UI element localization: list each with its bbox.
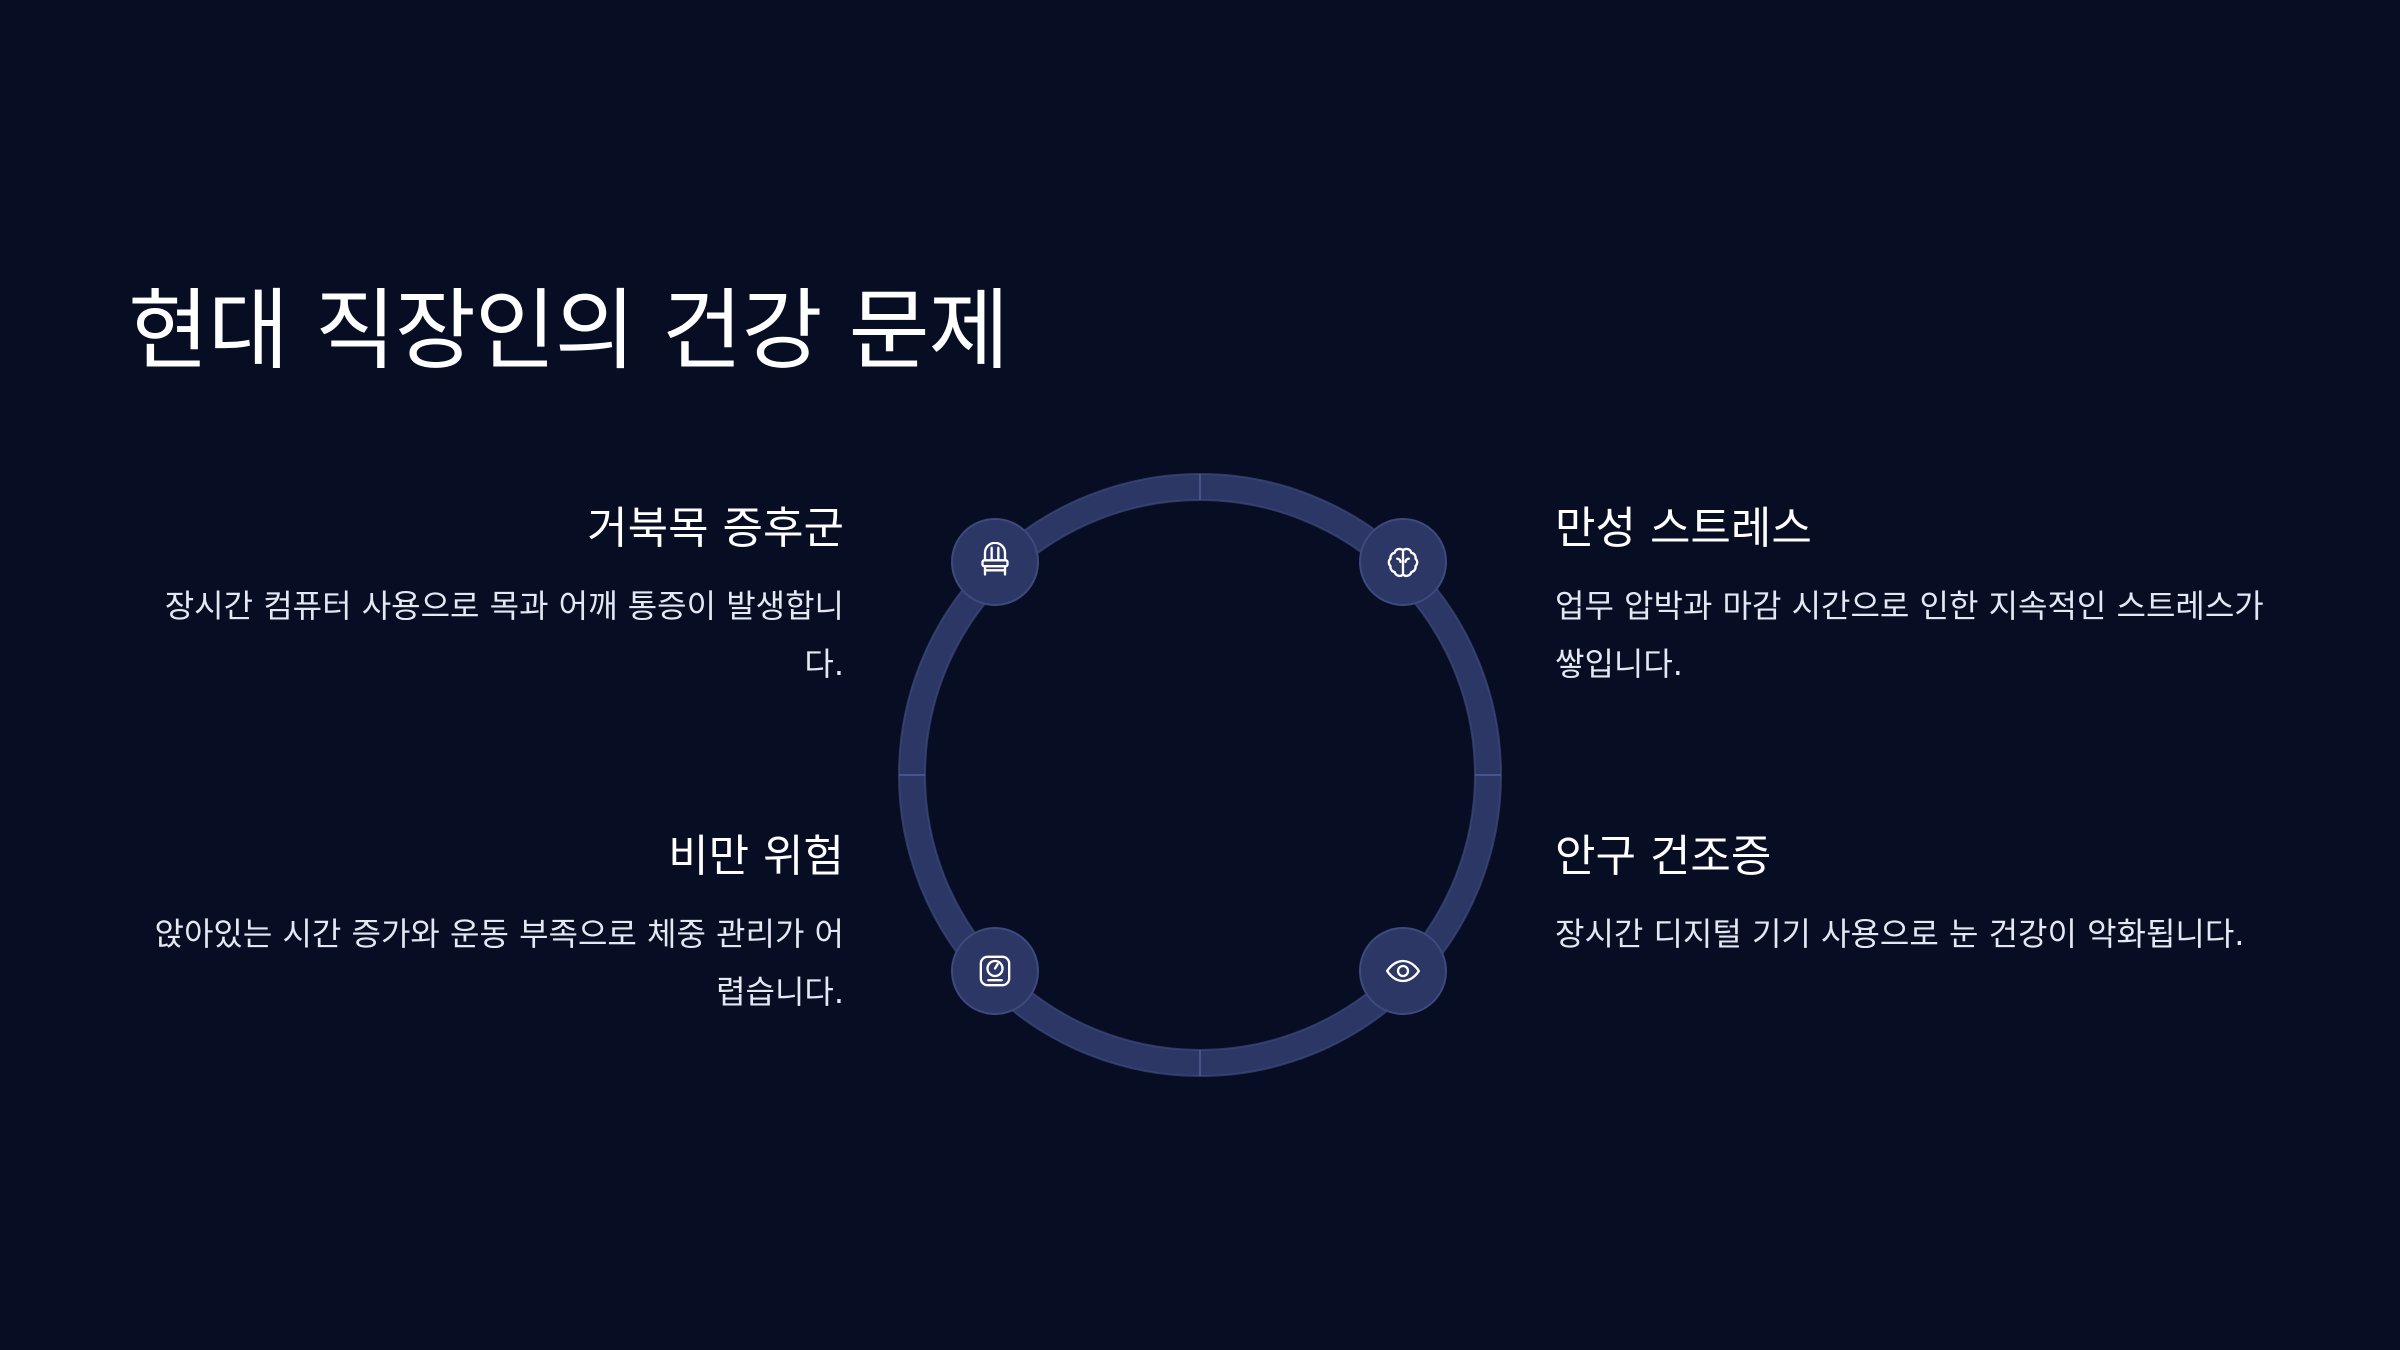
eye-node xyxy=(1359,927,1447,1015)
item-heading: 안구 건조증 xyxy=(1555,831,1772,882)
item-description: 장시간 컴퓨터 사용으로 목과 어깨 통증이 발생합니다. xyxy=(164,587,844,684)
item-obesity-risk: 비만 위험 앉아있는 시간 증가와 운동 부족으로 체중 관리가 어렵습니다. xyxy=(128,828,844,1021)
item-heading: 만성 스트레스 xyxy=(1555,503,1812,554)
brain-icon xyxy=(1387,547,1419,578)
item-heading: 거북목 증후군 xyxy=(587,503,844,554)
cycle-ring xyxy=(898,473,1502,1077)
item-description: 앉아있는 시간 증가와 운동 부족으로 체중 관리가 어렵습니다. xyxy=(154,915,844,1012)
weight-scale-icon xyxy=(979,955,1011,987)
eye-icon xyxy=(1386,959,1420,983)
page-title: 현대 직장인의 건강 문제 xyxy=(128,279,1010,382)
item-turtle-neck: 거북목 증후군 장시간 컴퓨터 사용으로 목과 어깨 통증이 발생합니다. xyxy=(128,500,844,693)
item-description: 장시간 디지털 기기 사용으로 눈 건강이 악화됩니다. xyxy=(1555,915,2245,954)
item-dry-eye: 안구 건조증 장시간 디지털 기기 사용으로 눈 건강이 악화됩니다. xyxy=(1555,828,2285,963)
chair-icon xyxy=(981,542,1009,576)
weight-scale-node xyxy=(951,927,1039,1015)
item-chronic-stress: 만성 스트레스 업무 압박과 마감 시간으로 인한 지속적인 스트레스가 쌓입니… xyxy=(1555,500,2285,693)
chair-node xyxy=(951,518,1039,606)
brain-node xyxy=(1359,518,1447,606)
item-description: 업무 압박과 마감 시간으로 인한 지속적인 스트레스가 쌓입니다. xyxy=(1555,587,2264,684)
item-heading: 비만 위험 xyxy=(668,831,844,882)
